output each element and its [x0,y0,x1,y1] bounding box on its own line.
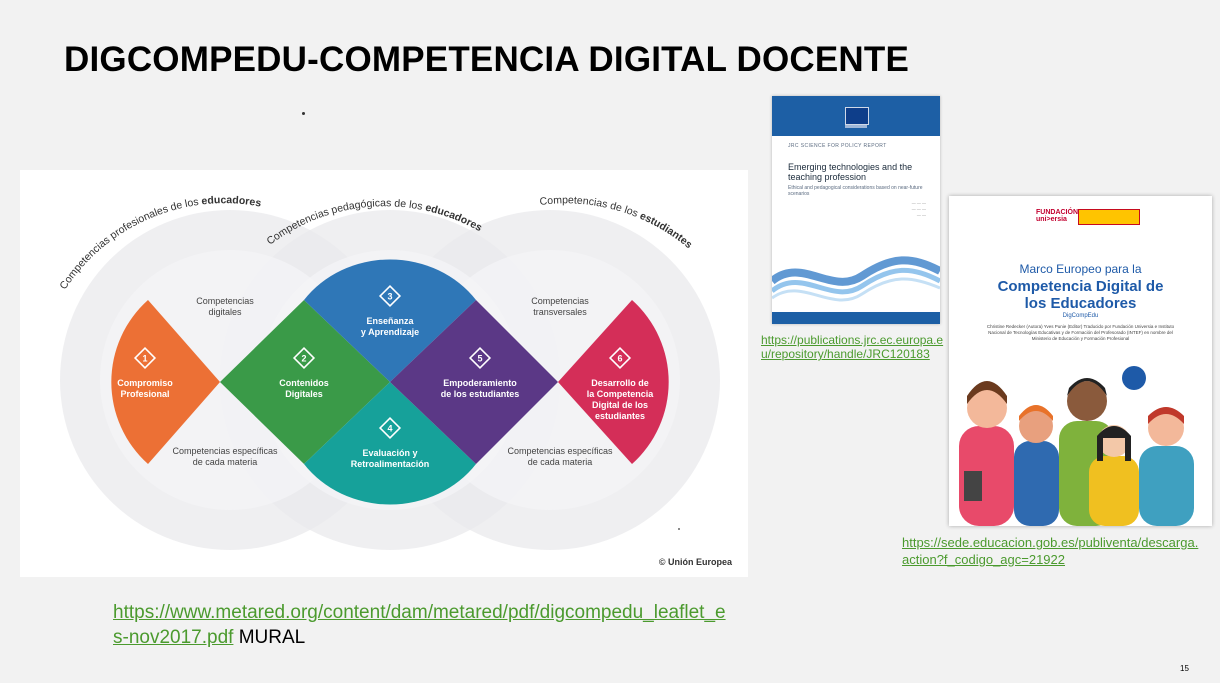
book-cover[interactable]: FUNDACIÓN uni>ersia Marco Europeo para l… [949,196,1212,526]
area-3-label-line: y Aprendizaje [361,327,419,337]
decorative-dot [302,112,305,115]
diagram-canvas: Competencias profesionales de los educad… [57,194,720,550]
zone-label-bottom-left: de cada materia [193,457,258,467]
area-1-label-line: Compromiso [117,378,173,388]
area-6-number: 6 [617,354,622,364]
zone-label-bottom-left: Competencias específicas [172,446,278,456]
area-6-label-line: Digital de los [592,400,648,410]
area-6-diamond-icon [608,346,632,370]
area-6-label-line: la Competencia [587,389,655,399]
slide-title: DIGCOMPEDU-COMPETENCIA DIGITAL DOCENTE [64,40,910,79]
report-footer-band [772,312,940,324]
eu-logo-bar [845,125,867,128]
report-title: Emerging technologies and the teaching p… [788,162,913,182]
area-2-diamond-icon [292,346,316,370]
area-5-label-line: de los estudiantes [441,389,520,399]
area-5-label-line: Empoderamiento [443,378,517,388]
report-subtitle: Ethical and pedagogical considerations b… [788,185,923,197]
jrc-link-block: https://publications.jrc.ec.europa.eu/re… [761,333,951,361]
area-2-shape [220,300,390,464]
area-2-number: 2 [301,354,306,364]
area-3-label-line: Enseñanza [366,316,414,326]
book-subtitle: DigCompEdu [1062,313,1099,319]
zone-label-top-left: digitales [208,307,242,317]
copyright-label: © Unión Europea [658,557,732,567]
digcompedu-diagram: Competencias profesionales de los educad… [20,170,748,577]
area-4-number: 4 [387,424,392,434]
jrc-report-cover[interactable]: JRC SCIENCE FOR POLICY REPORT Emerging t… [772,96,940,324]
area-4-diamond-icon [378,416,402,440]
educacion-publication-link[interactable]: https://sede.educacion.gob.es/publiventa… [902,535,1199,567]
area-4-label-line: Retroalimentación [351,459,430,469]
area-6-label-line: Desarrollo de [591,378,649,388]
area-1-shape [111,300,220,464]
area-1-diamond-icon [133,346,157,370]
decorative-dot-small [678,528,680,530]
area-4-shape [304,382,476,505]
report-series: JRC SCIENCE FOR POLICY REPORT [788,143,887,149]
book-credits: Christine Redecker (Autora) Yves Punie (… [986,324,1175,341]
eu-flag-icon [845,107,869,125]
area-3-number: 3 [387,292,392,302]
area-2-label-line: Contenidos [279,378,329,388]
area-5-diamond-icon [468,346,492,370]
area-6-shape [558,300,669,464]
area-6-label-line: estudiantes [595,411,645,421]
area-1-number: 1 [142,354,147,364]
jrc-report-link[interactable]: https://publications.jrc.ec.europa.eu/re… [761,333,944,361]
zone-label-top-right: transversales [533,307,587,317]
zone-label-top-right: Competencias [531,296,589,306]
zone-label-bottom-right: de cada materia [528,457,593,467]
area-4-label-line: Evaluación y [362,448,417,458]
page-number: 15 [1180,664,1189,673]
wave-graphic-icon [772,256,940,302]
people-illustration-icon [959,366,1194,526]
area-1-label-line: Profesional [120,389,169,399]
digcompedu-leaflet-link[interactable]: https://www.metared.org/content/dam/meta… [113,602,726,648]
area-2-label-line: Digitales [285,389,323,399]
book-title-line1: Marco Europeo para la [1019,262,1142,276]
main-link-block: https://www.metared.org/content/dam/meta… [113,600,733,650]
zone-label-top-left: Competencias [196,296,254,306]
spain-government-logo [1078,209,1140,225]
book-title-line2: Competencia Digital de los Educadores [997,278,1164,312]
area-5-shape [390,300,558,464]
area-5-number: 5 [477,354,482,364]
mural-label: MURAL [233,627,306,648]
report-authors: — — —— — —— — [911,200,926,217]
zone-label-bottom-right: Competencias específicas [507,446,613,456]
area-3-shape [304,259,476,382]
educacion-link-block: https://sede.educacion.gob.es/publiventa… [902,534,1202,568]
universia-logo: FUNDACIÓN uni>ersia [1036,209,1078,223]
area-3-diamond-icon [378,284,402,308]
